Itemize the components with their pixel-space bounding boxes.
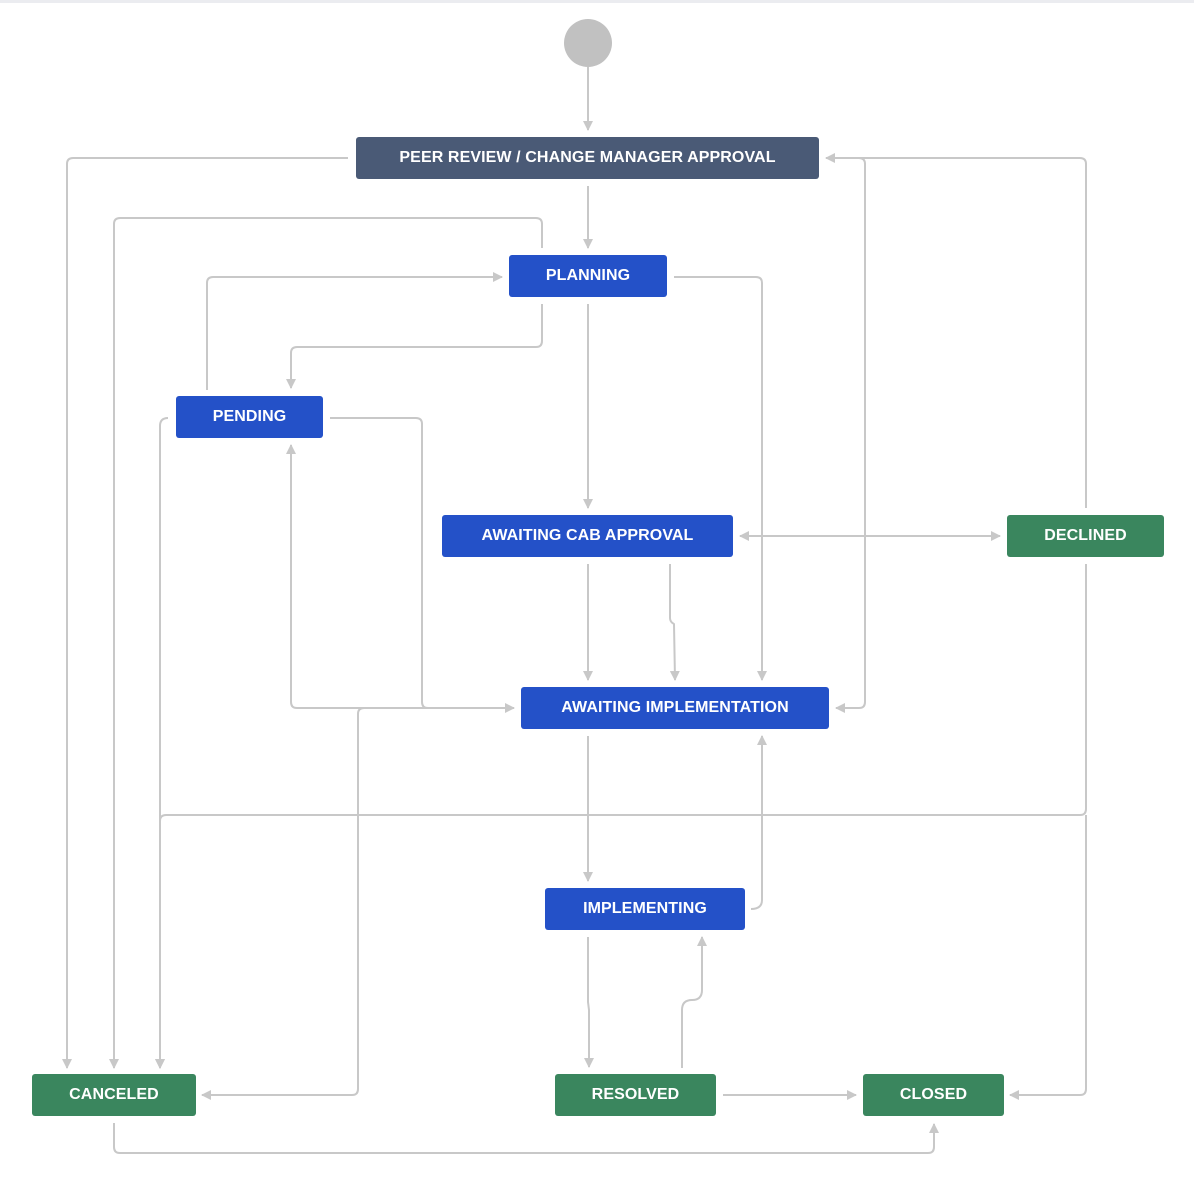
status-pending[interactable]: PENDING [176,396,323,438]
edge-peer-review-to-awaiting-implementation [826,157,866,713]
edge-implementing-to-resolved [584,937,594,1068]
edge-declined-to-peer-review [825,153,1087,508]
status-awaiting-cab-approval[interactable]: AWAITING CAB APPROVAL [442,515,733,557]
status-declined[interactable]: DECLINED [1007,515,1164,557]
status-awaiting-implementation[interactable]: AWAITING IMPLEMENTATION [521,687,829,729]
status-closed[interactable]: CLOSED [863,1074,1004,1116]
edge-awaiting-cab-to-awaiting-implementation-2 [669,564,680,681]
edge-peer-review-to-canceled [62,157,348,1069]
edge-canceled-to-closed [113,1123,939,1154]
edge-declined-to-canceled [155,564,1087,1069]
edge-planning-to-canceled [109,217,543,1069]
edge-awaiting-implementation-to-canceled [201,707,514,1100]
edge-planning-to-pending [286,304,543,389]
status-planning[interactable]: PLANNING [509,255,667,297]
status-resolved[interactable]: RESOLVED [555,1074,716,1116]
edge-implementing-to-awaiting-implementation [750,735,767,910]
edge-pending-to-canceled [155,417,169,1069]
edge-pending-to-awaiting-implementation [330,417,515,713]
edge-planning-to-awaiting-implementation [674,276,767,681]
top-divider [0,0,1194,3]
status-implementing[interactable]: IMPLEMENTING [545,888,745,930]
edge-awaiting-implementation-to-pending [286,444,514,709]
edge-declined-to-closed [1009,815,1087,1100]
status-canceled[interactable]: CANCELED [32,1074,196,1116]
edge-resolved-to-implementing [681,936,707,1068]
edge-pending-to-planning [206,272,503,390]
start-node [564,19,612,67]
status-peer-review[interactable]: PEER REVIEW / CHANGE MANAGER APPROVAL [356,137,819,179]
